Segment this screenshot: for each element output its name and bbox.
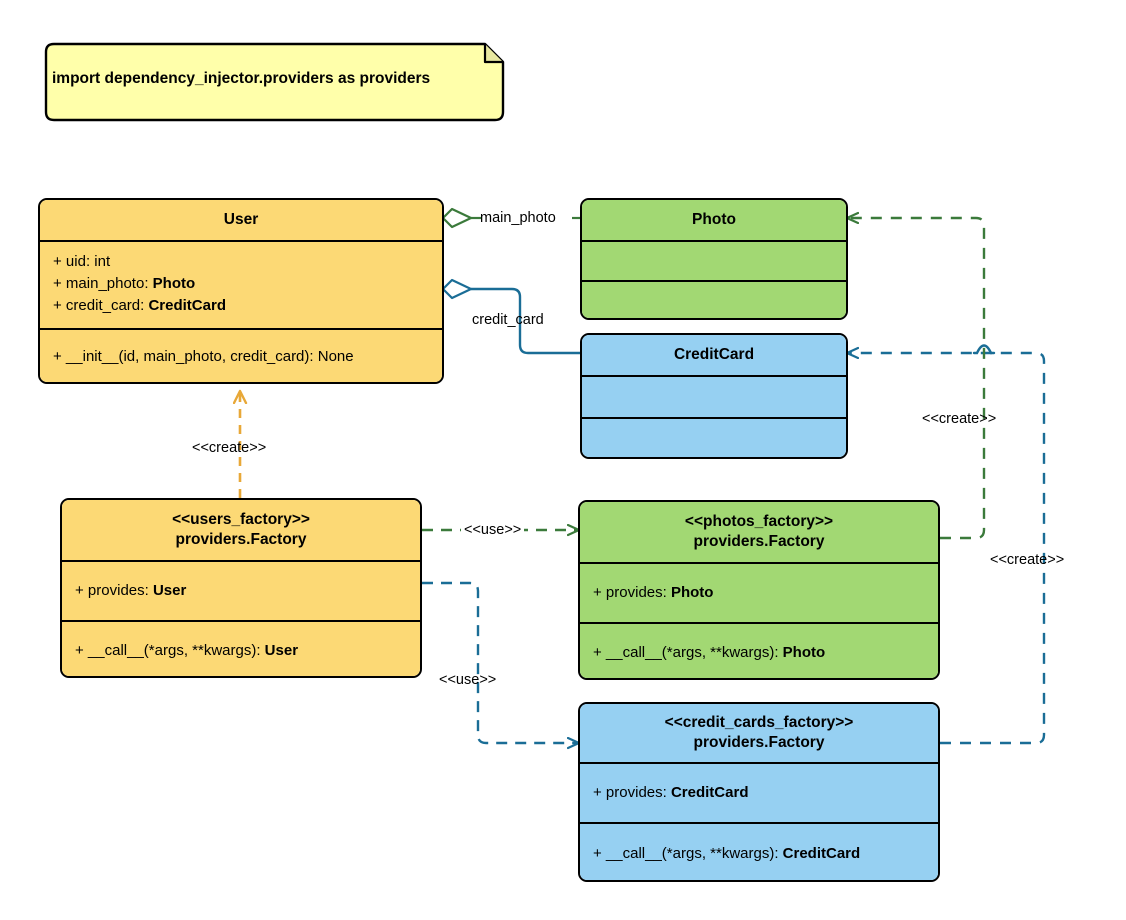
class-credit-card-methods bbox=[582, 419, 846, 457]
class-photos-factory-attributes: + provides: Photo bbox=[580, 564, 938, 624]
class-users-factory-methods: + __call__(*args, **kwargs): User bbox=[62, 622, 420, 676]
attribute-credit-card: + credit_card: CreditCard bbox=[53, 296, 226, 314]
edge-users-factory-use-credit-cards-factory bbox=[422, 581, 578, 743]
class-photo-title: Photo bbox=[582, 200, 846, 242]
attribute-main-photo: + main_photo: Photo bbox=[53, 274, 196, 292]
class-photo-attributes bbox=[582, 242, 846, 282]
class-user-methods: + __init__(id, main_photo, credit_card):… bbox=[40, 330, 442, 382]
class-photos-factory[interactable]: <<photos_factory>> providers.Factory + p… bbox=[578, 500, 940, 680]
class-users-factory-attributes: + provides: User bbox=[62, 562, 420, 622]
class-credit-cards-factory-attributes: + provides: CreditCard bbox=[580, 764, 938, 824]
edge-label-create-photo: <<create>> bbox=[922, 411, 997, 427]
method-photos-factory-call: + __call__(*args, **kwargs): Photo bbox=[593, 644, 826, 662]
attribute-credit-cards-factory-provides: + provides: CreditCard bbox=[593, 784, 749, 802]
class-users-factory-name: providers.Factory bbox=[175, 531, 307, 548]
edge-photos-factory-create-photo bbox=[848, 218, 986, 540]
method-users-factory-call: + __call__(*args, **kwargs): User bbox=[75, 642, 299, 660]
edge-label-use-photos-factory: <<use>> bbox=[461, 522, 525, 538]
class-photo-name: Photo bbox=[692, 211, 736, 229]
class-photos-factory-title: <<photos_factory>> providers.Factory bbox=[580, 502, 938, 564]
method-credit-cards-factory-call: + __call__(*args, **kwargs): CreditCard bbox=[593, 845, 861, 863]
attribute-users-factory-provides: + provides: User bbox=[75, 582, 187, 600]
class-users-factory-stereotype: <<users_factory>> bbox=[172, 511, 310, 529]
note-text: import dependency_injector.providers as … bbox=[52, 70, 431, 87]
attribute-photos-factory-provides: + provides: Photo bbox=[593, 584, 714, 602]
class-photos-factory-name: providers.Factory bbox=[693, 533, 825, 550]
class-photo-methods bbox=[582, 282, 846, 318]
class-credit-card-name: CreditCard bbox=[673, 346, 755, 364]
class-credit-card[interactable]: CreditCard bbox=[580, 333, 848, 459]
edge-label-create-credit-card: <<create>> bbox=[990, 552, 1065, 568]
note-shape bbox=[44, 42, 505, 122]
class-credit-card-attributes bbox=[582, 377, 846, 419]
class-photos-factory-stereotype: <<photos_factory>> bbox=[684, 513, 834, 531]
edge-label-create-user: <<create>> bbox=[192, 440, 267, 456]
class-photo[interactable]: Photo bbox=[580, 198, 848, 320]
edge-label-use-credit-cards-factory: <<use>> bbox=[439, 672, 497, 688]
class-user-title: User bbox=[40, 200, 442, 242]
class-credit-cards-factory-methods: + __call__(*args, **kwargs): CreditCard bbox=[580, 824, 938, 880]
class-credit-cards-factory-stereotype: <<credit_cards_factory>> bbox=[664, 714, 854, 732]
import-note: import dependency_injector.providers as … bbox=[38, 42, 505, 122]
attribute-uid: + uid: int bbox=[53, 253, 111, 270]
method-user-init: + __init__(id, main_photo, credit_card):… bbox=[53, 347, 354, 365]
class-credit-cards-factory-name: providers.Factory bbox=[693, 734, 825, 751]
class-credit-cards-factory[interactable]: <<credit_cards_factory>> providers.Facto… bbox=[578, 702, 940, 882]
edge-label-main-photo: main_photo bbox=[480, 210, 556, 226]
class-photos-factory-methods: + __call__(*args, **kwargs): Photo bbox=[580, 624, 938, 678]
class-user-name: User bbox=[223, 211, 259, 229]
class-credit-cards-factory-title: <<credit_cards_factory>> providers.Facto… bbox=[580, 704, 938, 764]
line-hop-arc bbox=[972, 344, 996, 355]
class-credit-card-title: CreditCard bbox=[582, 335, 846, 377]
class-users-factory-title: <<users_factory>> providers.Factory bbox=[62, 500, 420, 562]
class-users-factory[interactable]: <<users_factory>> providers.Factory + pr… bbox=[60, 498, 422, 678]
edge-label-credit-card: credit_card bbox=[472, 312, 544, 328]
class-user-attributes: + uid: int + main_photo: Photo + credit_… bbox=[40, 242, 442, 330]
class-user[interactable]: User + uid: int + main_photo: Photo + cr… bbox=[38, 198, 444, 384]
